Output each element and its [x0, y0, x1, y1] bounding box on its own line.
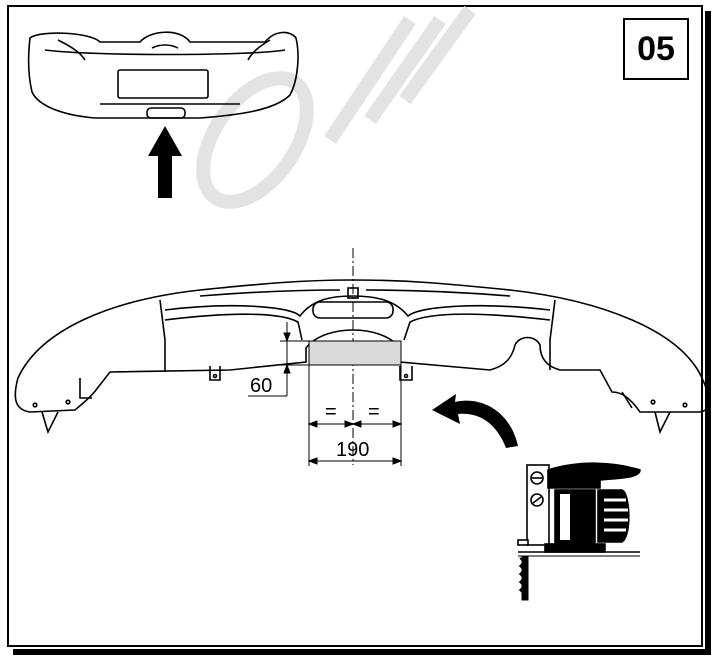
- dimension-equal: [307, 420, 403, 428]
- step-number-box: 05: [623, 18, 689, 80]
- equal-right-label: =: [368, 401, 380, 423]
- jigsaw-icon: [517, 462, 641, 601]
- step-number: 05: [637, 29, 675, 68]
- frame-shadow: [13, 11, 711, 655]
- dimension-width: [307, 457, 403, 465]
- dimension-height-label: 60: [250, 375, 272, 397]
- dimension-height: [248, 322, 309, 397]
- curved-arrow-icon: [432, 394, 518, 448]
- dimension-width-label: 190: [336, 439, 369, 461]
- dimension-width-extensions: [308, 365, 402, 466]
- bumper-rear-view: [27, 31, 299, 119]
- arrow-up-icon: [148, 126, 182, 198]
- equal-left-label: =: [325, 401, 337, 423]
- cut-area: [308, 340, 402, 366]
